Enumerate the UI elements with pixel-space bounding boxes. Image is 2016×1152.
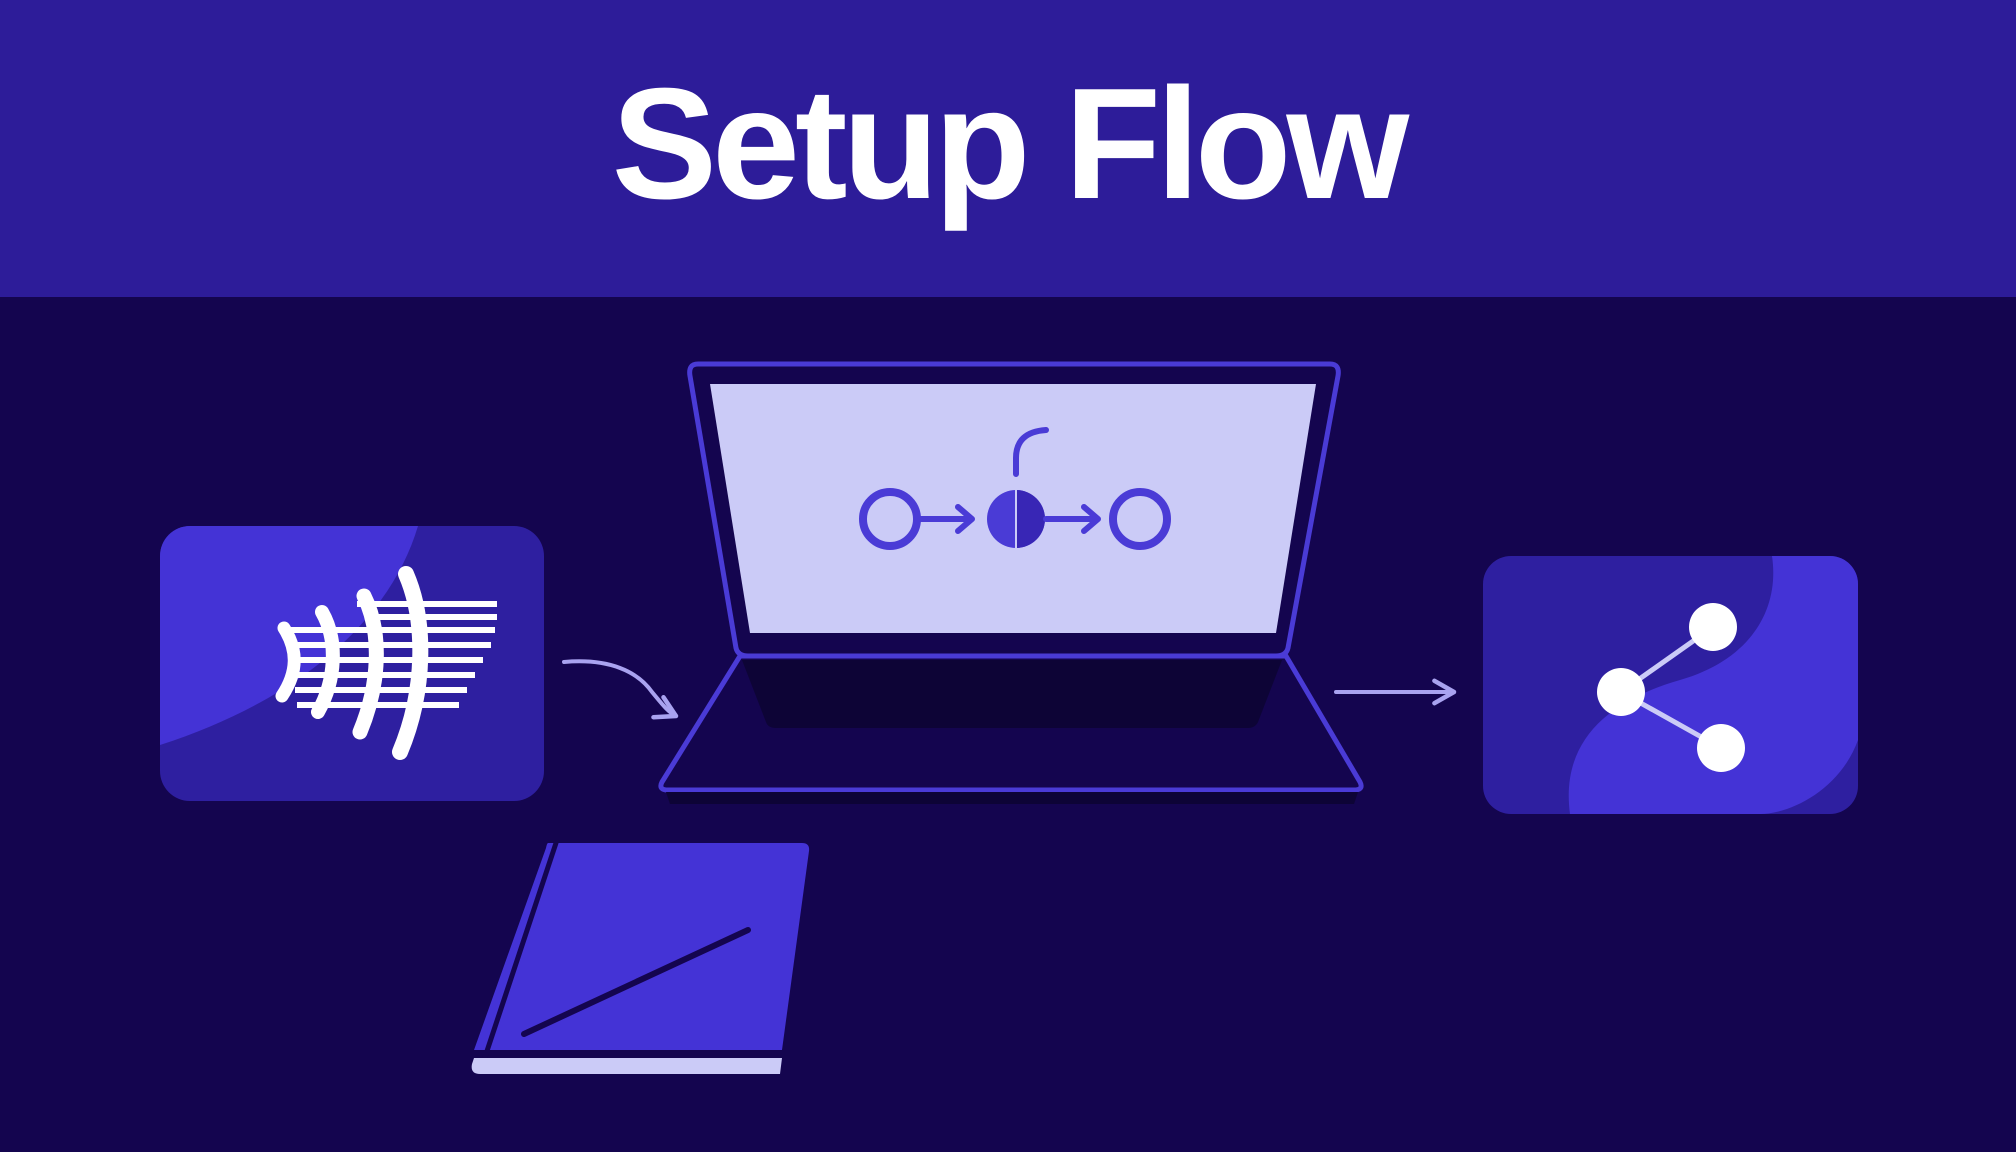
workflow-start-node	[859, 488, 921, 550]
title-banner: Setup Flow	[0, 0, 2016, 297]
laptop-icon	[658, 361, 1364, 804]
workflow-nodes-icon	[859, 427, 1171, 550]
share-icon	[1597, 603, 1745, 772]
output-card	[1483, 556, 1858, 814]
page-title: Setup Flow	[611, 55, 1410, 232]
workflow-end-node	[1109, 488, 1171, 550]
data-stream-icon	[275, 566, 497, 760]
arrow-to-laptop	[562, 659, 679, 720]
source-card	[160, 526, 544, 801]
notebook-icon	[471, 840, 810, 1074]
